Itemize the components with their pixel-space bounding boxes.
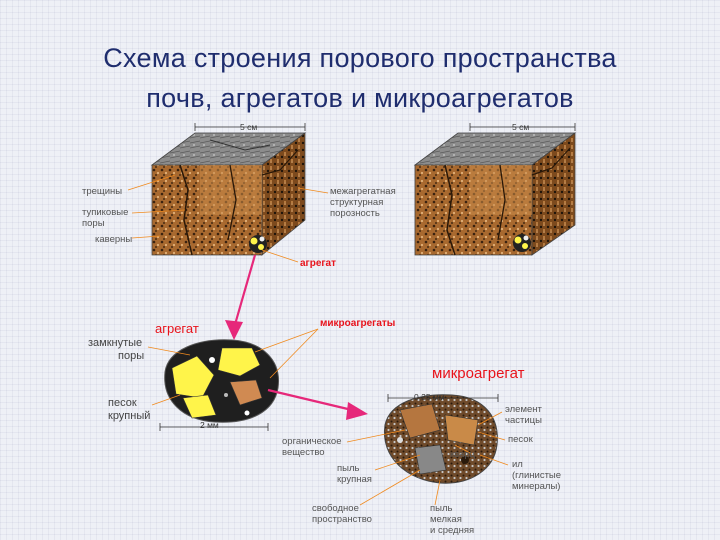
label-closed-pores: замкнутые поры xyxy=(88,337,144,363)
label-microaggregate-title: микроагрегат xyxy=(432,368,524,379)
label-sand-coarse: песок крупный xyxy=(108,397,150,423)
scale-label-top-left: 5 см xyxy=(240,122,257,132)
label-free-space: свободное пространство xyxy=(312,503,372,525)
microaggregate-illustration xyxy=(384,395,497,483)
label-particle-element: элемент частицы xyxy=(505,404,542,426)
label-silt-coarse: пыль крупная xyxy=(337,463,372,485)
soil-block-right xyxy=(415,133,575,255)
label-dead-end-pores: тупиковые поры xyxy=(82,207,128,229)
scale-label-top-right: 5 см xyxy=(512,122,529,132)
label-aggregate-small: агрегат xyxy=(300,258,336,269)
label-sand: песок xyxy=(508,434,533,445)
label-cracks: трещины xyxy=(82,186,122,197)
aggregate-illustration xyxy=(165,340,279,422)
scale-label-bottom: 0,25 мм xyxy=(414,392,445,402)
label-interaggregate-porosity: межагрегатная структурная порозность xyxy=(330,186,396,219)
soil-block-left xyxy=(152,133,305,255)
arrow-to-aggregate xyxy=(225,255,255,340)
label-cavities: каверны xyxy=(95,234,132,245)
label-quartz: кварц xyxy=(450,449,475,460)
label-microaggregates: микроагрегаты xyxy=(320,318,395,329)
scale-label-middle: 2 мм xyxy=(200,420,219,430)
label-aggregate-title: агрегат xyxy=(155,323,199,334)
label-organic-matter: органическое вещество xyxy=(282,436,341,458)
label-silt-fine: пыль мелкая и средняя xyxy=(430,503,474,536)
arrow-to-microaggregate xyxy=(268,390,368,420)
label-clay: ил (глинистые минералы) xyxy=(512,459,561,492)
